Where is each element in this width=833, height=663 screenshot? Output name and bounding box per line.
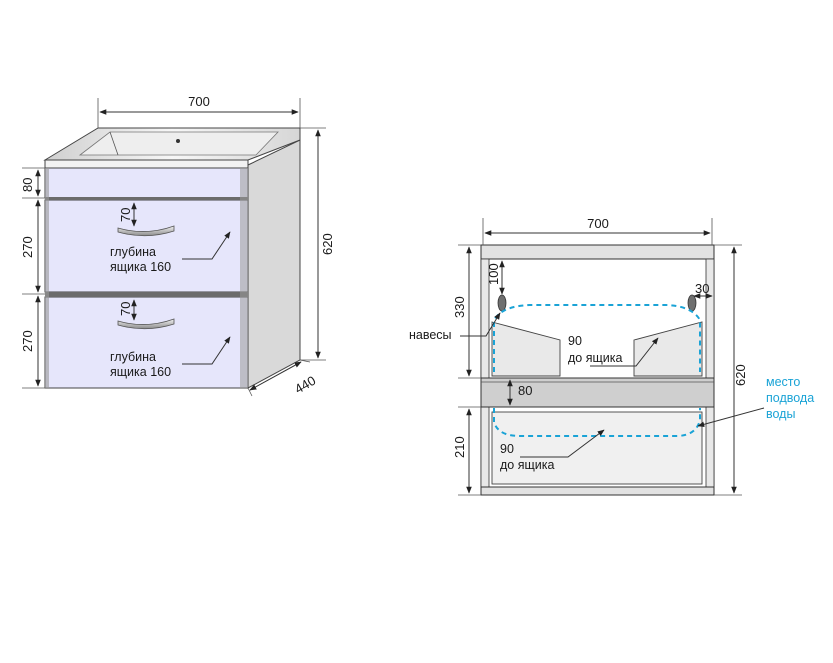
upper-right-block	[633, 321, 703, 377]
right-edge	[240, 168, 248, 388]
drawer2-height-label: 270	[20, 330, 35, 352]
rail-1	[45, 197, 248, 200]
water-label-line2: подвода	[766, 391, 814, 405]
top-height-label: 80	[20, 178, 35, 192]
hinge-drop-label: 100	[486, 263, 501, 285]
shelf-label: 80	[518, 383, 532, 398]
upper-clear-value: 90	[568, 334, 582, 348]
water-label-line1: место	[766, 375, 800, 389]
drawer1-depth-line1: глубина	[110, 245, 156, 259]
water-label-line3: воды	[766, 407, 795, 421]
lower-sink-outline	[493, 408, 701, 437]
section-top-board	[480, 244, 715, 260]
drain-hole	[176, 139, 180, 143]
drawer-1-handle	[117, 225, 175, 237]
basin-front-rim	[44, 159, 249, 169]
drawer1-height-label: 270	[20, 236, 35, 258]
drawer-1	[44, 199, 249, 293]
upper-height-label: 330	[452, 296, 467, 318]
handle1-offset-label: 70	[118, 208, 133, 222]
cabinet-side-panel	[247, 139, 301, 389]
hinges-label: навесы	[409, 328, 452, 342]
basin-bowl	[78, 131, 279, 156]
drawer2-depth-line1: глубина	[110, 350, 156, 364]
lower-clear-text: до ящика	[500, 458, 554, 472]
section-middle-shelf	[480, 377, 715, 408]
drawer-2-handle	[117, 318, 175, 330]
drawer2-depth-line2: ящика 160	[110, 365, 171, 379]
section-view: 700 620 330 210 100 30 80 навесы 90 до я…	[409, 216, 814, 496]
section-width-label: 700	[587, 216, 609, 231]
upper-left-block	[491, 321, 561, 377]
front-view: 70 70 глубина ящика 160 глубина ящика 16…	[20, 94, 335, 397]
lower-drawer-inner	[491, 411, 703, 485]
left-edge	[45, 168, 49, 388]
handle2-offset-label: 70	[118, 302, 133, 316]
section-height-label: 620	[733, 364, 748, 386]
left-hinge	[497, 294, 507, 312]
section-bottom-board	[480, 486, 715, 496]
front-width-label: 700	[188, 94, 210, 109]
lower-height-label: 210	[452, 436, 467, 458]
hinge-side-label: 30	[695, 281, 709, 296]
drawer1-depth-line2: ящика 160	[110, 260, 171, 274]
rail-2	[45, 292, 248, 297]
front-depth-label: 440	[292, 373, 318, 397]
lower-clear-value: 90	[500, 442, 514, 456]
front-height-label: 620	[320, 233, 335, 255]
upper-clear-text: до ящика	[568, 351, 622, 365]
cabinet-top-section	[44, 167, 249, 199]
section-left-wall	[480, 258, 490, 496]
right-hinge	[687, 294, 697, 312]
